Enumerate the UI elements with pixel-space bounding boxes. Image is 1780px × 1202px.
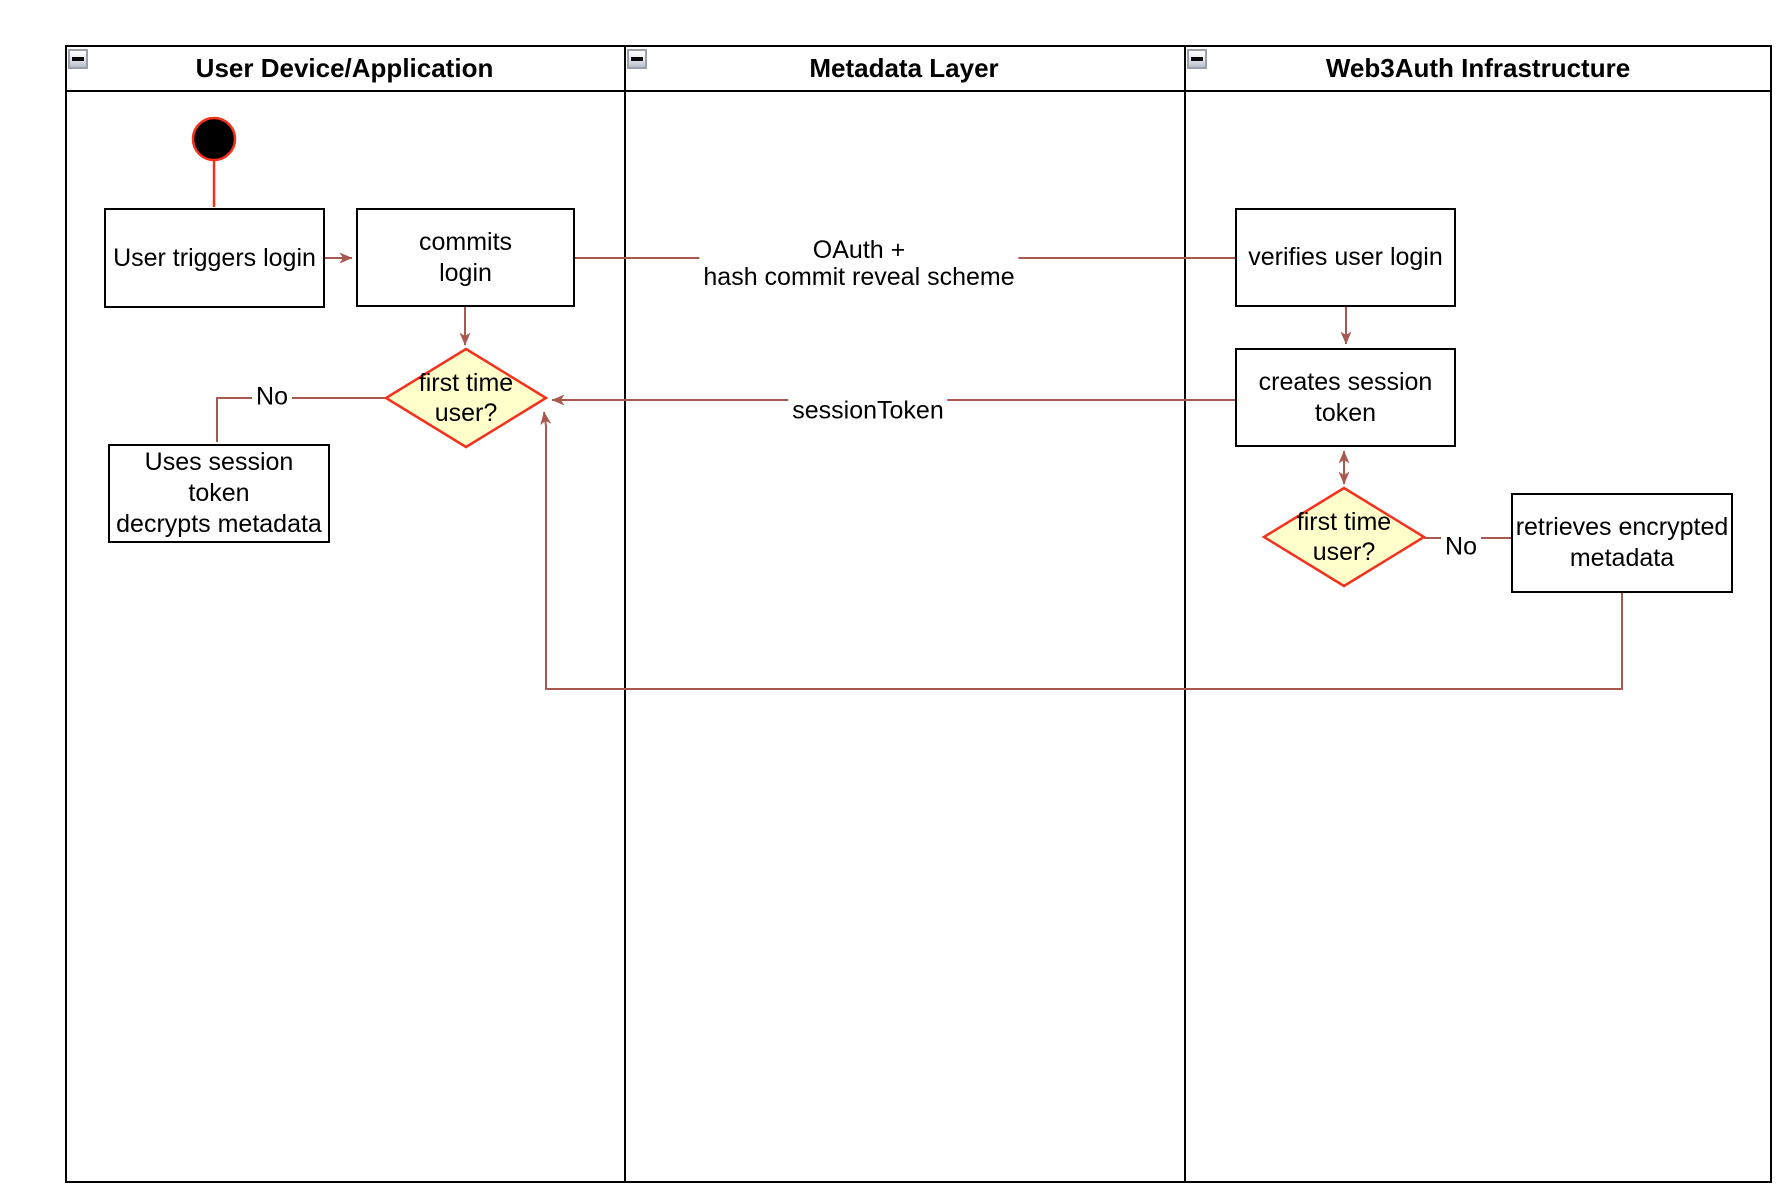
lane-separator-2 <box>1184 45 1186 1183</box>
node-creates-session-token[interactable]: creates session token <box>1235 348 1456 447</box>
minus-icon <box>631 57 643 61</box>
lane-header-divider <box>65 90 1772 92</box>
edge-label-no-app: No <box>252 383 292 411</box>
node-user-triggers-login[interactable]: User triggers login <box>104 208 325 308</box>
lane-title-web3auth[interactable]: Web3Auth Infrastructure <box>1325 53 1631 83</box>
minus-icon <box>72 57 84 61</box>
lane-title-metadata-layer[interactable]: Metadata Layer <box>809 53 999 83</box>
minus-icon <box>1191 57 1203 61</box>
node-verifies-user-login[interactable]: verifies user login <box>1235 208 1456 307</box>
pool-frame <box>65 45 1772 1183</box>
edge-label-oauth: OAuth + hash commit reveal scheme <box>699 237 1019 291</box>
collapse-icon[interactable] <box>68 49 88 69</box>
edge-label-session-token: sessionToken <box>788 397 948 425</box>
node-commits-login[interactable]: commits login <box>356 208 575 307</box>
edge-label-no-web3auth: No <box>1441 533 1481 561</box>
collapse-icon[interactable] <box>627 49 647 69</box>
node-retrieves-encrypted-metadata[interactable]: retrieves encrypted metadata <box>1511 493 1733 593</box>
collapse-icon[interactable] <box>1187 49 1207 69</box>
decision-text-first-time-user-app: first time user? <box>418 369 514 427</box>
lane-title-user-device[interactable]: User Device/Application <box>195 53 494 83</box>
lane-separator-1 <box>624 45 626 1183</box>
node-uses-session-token[interactable]: Uses session token decrypts metadata <box>108 444 330 543</box>
decision-text-first-time-user-web3auth: first time user? <box>1296 508 1392 566</box>
